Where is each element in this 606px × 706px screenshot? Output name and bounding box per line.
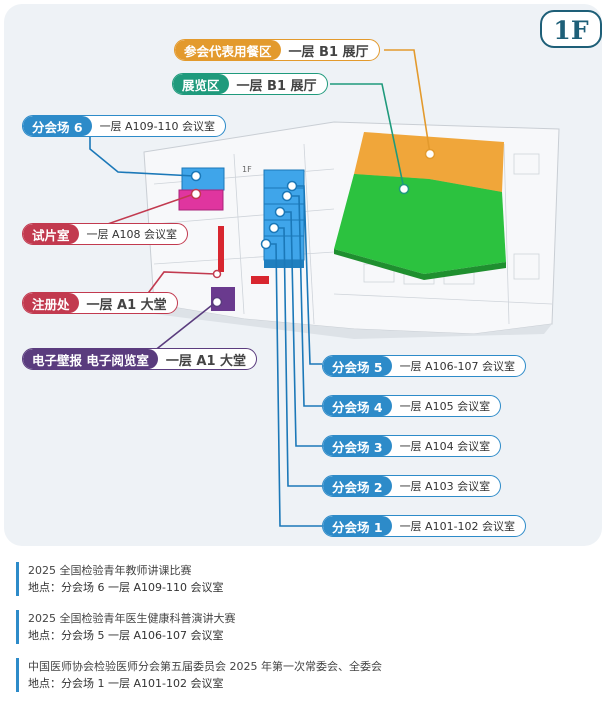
map-floor-text: 1F bbox=[242, 165, 252, 174]
catering-area bbox=[354, 132, 504, 192]
label-exhibition: 展览区 一层 B1 展厅 bbox=[172, 73, 328, 95]
label-location: 一层 A108 会议室 bbox=[86, 228, 178, 241]
label-screening: 试片室 一层 A108 会议室 bbox=[22, 223, 189, 245]
label-tag: 参会代表用餐区 bbox=[175, 40, 281, 60]
building-edge bbox=[154, 304, 552, 339]
label-room-1: 分会场 1 一层 A101-102 会议室 bbox=[322, 515, 527, 537]
event-item: 2025 全国检验青年医生健康科普演讲大赛 地点：分会场 5 一层 A106-1… bbox=[16, 610, 596, 644]
label-location: 一层 A109-110 会议室 bbox=[99, 120, 216, 133]
floor-badge: 1F bbox=[540, 10, 602, 48]
label-location: 一层 B1 展厅 bbox=[288, 44, 369, 60]
label-location: 一层 A105 会议室 bbox=[399, 400, 491, 413]
label-tag: 分会场 4 bbox=[323, 396, 392, 416]
label-tag: 展览区 bbox=[173, 74, 229, 94]
label-tag: 分会场 2 bbox=[323, 476, 392, 496]
event-item: 中国医师协会检验医师分会第五届委员会 2025 年第一次常委会、全委会 地点：分… bbox=[16, 658, 596, 692]
floor-map: 1F bbox=[4, 4, 602, 546]
room-6-area bbox=[181, 167, 225, 191]
label-room-6: 分会场 6 一层 A109-110 会议室 bbox=[22, 115, 227, 137]
label-room-4: 分会场 4 一层 A105 会议室 bbox=[322, 395, 502, 417]
event-location: 地点：分会场 6 一层 A109-110 会议室 bbox=[28, 581, 224, 594]
label-location: 一层 B1 展厅 bbox=[236, 78, 317, 94]
label-location: 一层 A104 会议室 bbox=[399, 440, 491, 453]
label-tag: 分会场 5 bbox=[323, 356, 392, 376]
event-name: 2025 全国检验青年教师讲课比赛 bbox=[28, 564, 192, 577]
connector-lines bbox=[81, 49, 431, 527]
entrance-marker bbox=[251, 276, 269, 284]
label-room-2: 分会场 2 一层 A103 会议室 bbox=[322, 475, 502, 497]
registration-desk bbox=[218, 226, 224, 272]
label-location: 一层 A1 大堂 bbox=[165, 353, 247, 369]
label-tag: 分会场 6 bbox=[23, 116, 92, 136]
event-name: 中国医师协会检验医师分会第五届委员会 2025 年第一次常委会、全委会 bbox=[28, 660, 382, 673]
label-tag: 分会场 1 bbox=[323, 516, 392, 536]
event-name: 2025 全国检验青年医生健康科普演讲大赛 bbox=[28, 612, 236, 625]
label-room-3: 分会场 3 一层 A104 会议室 bbox=[322, 435, 502, 457]
label-location: 一层 A103 会议室 bbox=[399, 480, 491, 493]
event-location: 地点：分会场 1 一层 A101-102 会议室 bbox=[28, 677, 224, 690]
floor-plan-graphic: 1F bbox=[81, 49, 560, 527]
label-room-5: 分会场 5 一层 A106-107 会议室 bbox=[322, 355, 527, 377]
label-location: 一层 A1 大堂 bbox=[86, 297, 167, 313]
label-tag: 试片室 bbox=[23, 224, 79, 244]
label-tag: 分会场 3 bbox=[323, 436, 392, 456]
label-location: 一层 A106-107 会议室 bbox=[399, 360, 516, 373]
label-tag: 注册处 bbox=[23, 293, 79, 313]
event-item: 2025 全国检验青年教师讲课比赛 地点：分会场 6 一层 A109-110 会… bbox=[16, 562, 596, 596]
label-registration: 注册处 一层 A1 大堂 bbox=[22, 292, 178, 314]
event-location: 地点：分会场 5 一层 A106-107 会议室 bbox=[28, 629, 224, 642]
label-location: 一层 A101-102 会议室 bbox=[399, 520, 516, 533]
label-tag: 电子壁报 电子阅览室 bbox=[23, 349, 158, 369]
location-markers bbox=[190, 148, 436, 308]
exhibition-area bbox=[334, 174, 506, 274]
event-list: 2025 全国检验青年教师讲课比赛 地点：分会场 6 一层 A109-110 会… bbox=[16, 562, 596, 706]
label-catering: 参会代表用餐区 一层 B1 展厅 bbox=[174, 39, 380, 61]
label-eposter: 电子壁报 电子阅览室 一层 A1 大堂 bbox=[22, 348, 258, 370]
